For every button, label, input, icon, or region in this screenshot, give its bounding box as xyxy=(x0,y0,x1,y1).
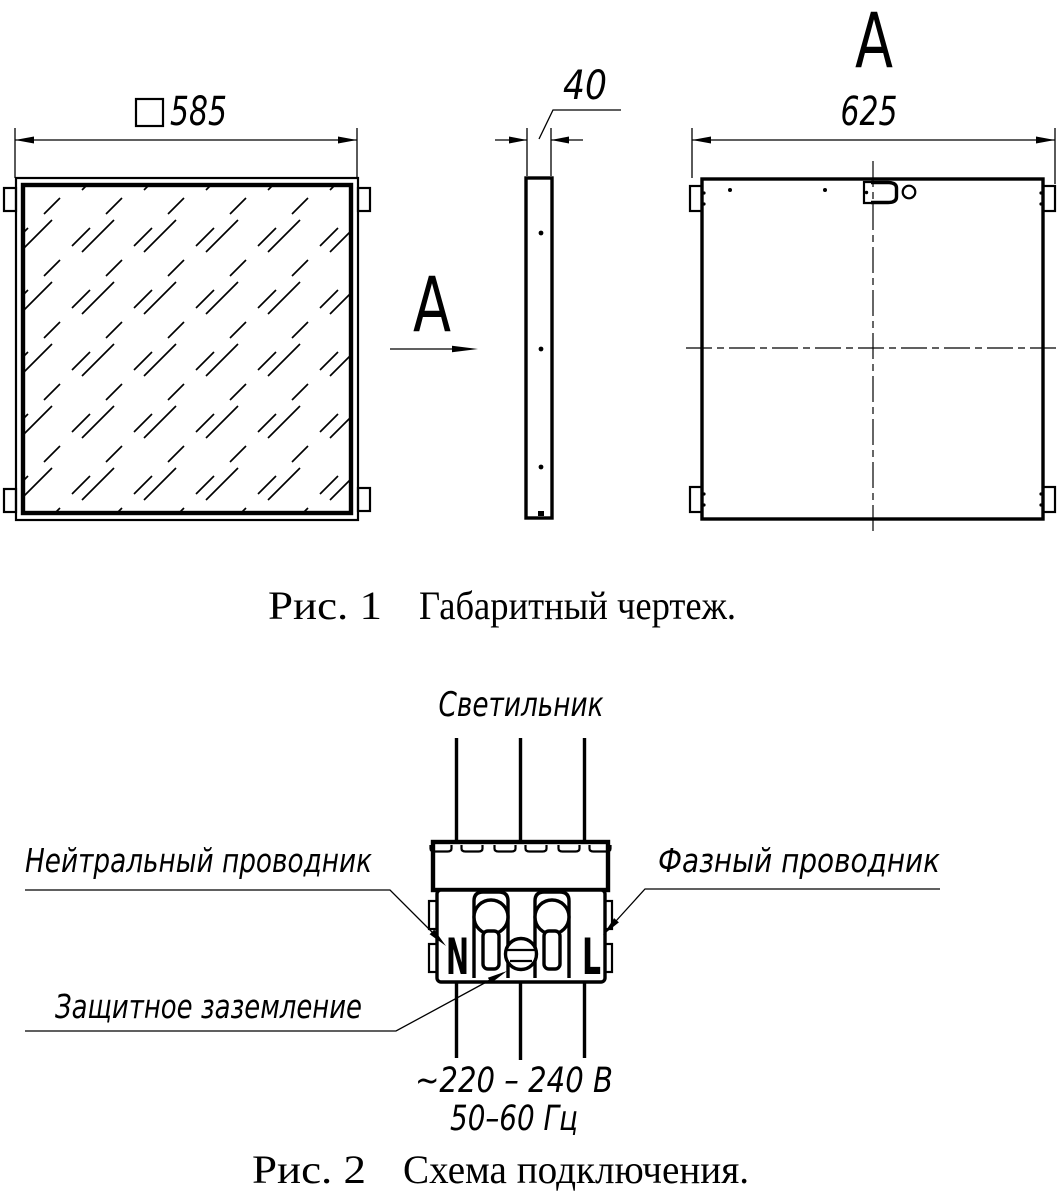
dimension-40: 40 xyxy=(495,63,621,176)
dim-arrow-right xyxy=(551,136,569,144)
front-view xyxy=(2,176,372,522)
phase-leader xyxy=(605,888,940,933)
earth-leader xyxy=(25,972,504,1032)
dim-arrow-left xyxy=(509,136,527,144)
rivet-dot xyxy=(728,188,732,192)
latch-bracket xyxy=(862,180,872,205)
side-bottom-notch xyxy=(538,511,544,516)
front-clip-top-right xyxy=(356,186,372,213)
view-a-arrowhead xyxy=(452,345,478,353)
rear-view: A 625 xyxy=(686,0,1058,533)
figure2-caption-number: Рис. 2 xyxy=(252,1147,366,1192)
rivet-dot xyxy=(823,188,827,192)
dim-leader xyxy=(538,109,621,140)
figure2-caption: Рис. 2 Схема подключения. xyxy=(252,1147,749,1192)
side-rivet-dot xyxy=(538,346,544,352)
phase-conductor-label: Фазный проводник xyxy=(658,841,940,880)
figure1-caption-title: Габаритный чертеж. xyxy=(419,583,736,628)
rear-view-label-a: A xyxy=(855,0,893,85)
protective-earth-label: Защитное заземление xyxy=(55,987,362,1026)
figure2-caption-title: Схема подключения. xyxy=(403,1147,749,1192)
terminal-l-label: L xyxy=(582,928,601,986)
wiring-diagram: Светильник N L xyxy=(25,685,940,1139)
terminal-button-n xyxy=(472,898,510,936)
frequency-label: 50–60 Гц xyxy=(450,1099,578,1139)
dim-arrow-left xyxy=(15,136,34,144)
dim-arrow-left xyxy=(692,136,711,144)
view-direction-a: A xyxy=(390,260,478,353)
dimension-585-label: 585 xyxy=(170,89,227,135)
neutral-arrowhead xyxy=(429,929,446,946)
front-clip-bottom-left xyxy=(2,487,18,514)
luminaire-label: Светильник xyxy=(439,685,604,725)
figure1-caption-number: Рис. 1 xyxy=(268,583,382,628)
dimension-625-label: 625 xyxy=(841,89,898,135)
side-profile xyxy=(524,176,554,520)
dim-arrow-right xyxy=(1036,136,1055,144)
terminal-slot-n xyxy=(481,929,501,971)
figure1-caption: Рис. 1 Габаритный чертеж. xyxy=(268,583,736,628)
dim-arrow-right xyxy=(338,136,357,144)
terminal-n-label: N xyxy=(446,928,469,986)
terminal-slot-l xyxy=(542,929,562,971)
side-view xyxy=(524,176,554,520)
latch-slot xyxy=(871,180,899,205)
square-dimension-symbol xyxy=(134,97,165,128)
side-rivet-dot xyxy=(538,230,544,236)
neutral-conductor-label: Нейтральный проводник xyxy=(25,841,372,880)
front-frame-outer xyxy=(14,176,360,522)
voltage-label: ~220 – 240 В xyxy=(415,1061,613,1101)
neutral-leader xyxy=(25,889,443,943)
glass-diffuser-panel xyxy=(20,182,354,516)
front-clip-top-left xyxy=(2,186,18,213)
view-a-letter: A xyxy=(413,260,451,349)
side-rivet-dot xyxy=(538,464,544,470)
front-clip-bottom-right xyxy=(356,486,372,513)
mounting-hole xyxy=(901,184,917,200)
dimension-40-label: 40 xyxy=(563,63,607,109)
earth-screw xyxy=(503,936,539,972)
terminal-block-top xyxy=(430,839,611,893)
dimension-585: 585 xyxy=(14,89,358,178)
terminal-button-l xyxy=(533,898,571,936)
phase-arrowhead xyxy=(603,918,619,935)
earth-arrowhead xyxy=(487,971,507,984)
